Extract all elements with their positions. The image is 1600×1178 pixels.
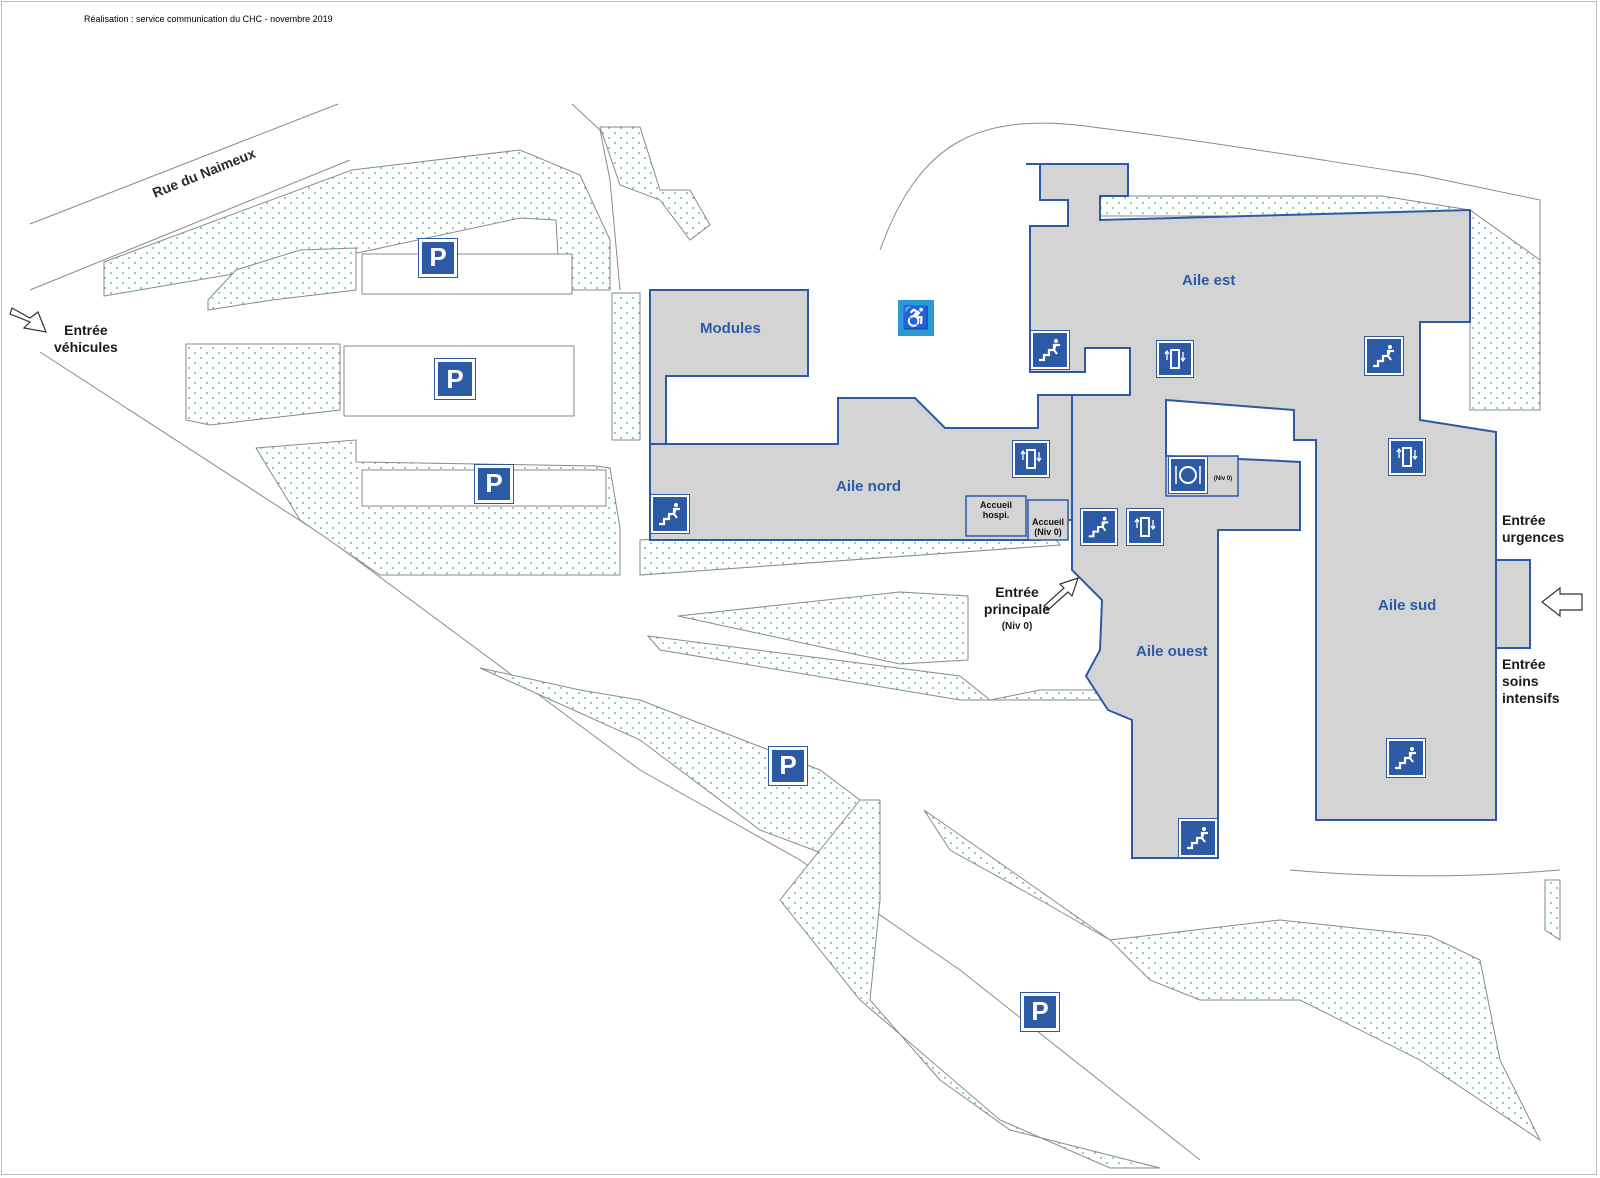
parking-sign-icon: P bbox=[474, 464, 514, 504]
green-area bbox=[1544, 879, 1561, 941]
green-area bbox=[185, 343, 341, 426]
stairs-icon bbox=[650, 494, 690, 534]
building-label-aile-nord: Aile nord bbox=[836, 478, 902, 495]
wheelchair-accessible-icon: ♿ bbox=[898, 300, 934, 336]
credit-line: Réalisation : service communication du C… bbox=[84, 14, 333, 24]
accueil-box bbox=[1027, 499, 1069, 541]
green-area bbox=[599, 126, 711, 241]
stairs-icon bbox=[1178, 818, 1218, 858]
stairs-icon bbox=[1364, 336, 1404, 376]
elevator-icon bbox=[1388, 438, 1426, 476]
building-label-aile-est: Aile est bbox=[1182, 272, 1236, 289]
green-area bbox=[207, 247, 357, 311]
elevator-icon bbox=[1012, 440, 1050, 478]
building-modules bbox=[649, 289, 809, 445]
green-area bbox=[479, 667, 871, 882]
green-area bbox=[677, 591, 969, 665]
restaurant-niv-label: (Niv 0) bbox=[1213, 476, 1233, 482]
green-area bbox=[611, 292, 641, 441]
building-aile-sud bbox=[1495, 559, 1531, 649]
parking-lot bbox=[361, 253, 573, 295]
green-area bbox=[779, 799, 1161, 1169]
stairs-icon bbox=[1080, 508, 1118, 546]
stairs-icon bbox=[1386, 738, 1426, 778]
entrance-arrow-icon bbox=[9, 307, 47, 333]
green-areas bbox=[103, 126, 1561, 1169]
elevator-icon bbox=[1126, 508, 1164, 546]
parking-sign-icon: P bbox=[418, 238, 458, 278]
entrance-arrow-icon bbox=[1541, 586, 1583, 618]
building-label-aile-ouest: Aile ouest bbox=[1136, 643, 1208, 660]
building-label-modules: Modules bbox=[700, 320, 761, 337]
entrance-arrow-icon bbox=[1043, 577, 1079, 611]
parking-sign-icon: P bbox=[1020, 992, 1060, 1032]
green-area bbox=[923, 809, 1542, 1142]
accueil-label: Accueil(Niv 0) bbox=[1031, 517, 1064, 537]
stairs-icon bbox=[1030, 330, 1070, 370]
parking-sign-icon: P bbox=[434, 358, 476, 400]
accueil-hospi-box bbox=[965, 495, 1027, 537]
parking-sign-icon: P bbox=[768, 746, 808, 786]
entrance-arrows bbox=[9, 307, 1583, 618]
elevator-icon bbox=[1156, 340, 1194, 378]
building-label-aile-sud: Aile sud bbox=[1378, 597, 1437, 614]
green-area bbox=[255, 439, 621, 576]
restaurant-plate-icon bbox=[1168, 456, 1208, 494]
